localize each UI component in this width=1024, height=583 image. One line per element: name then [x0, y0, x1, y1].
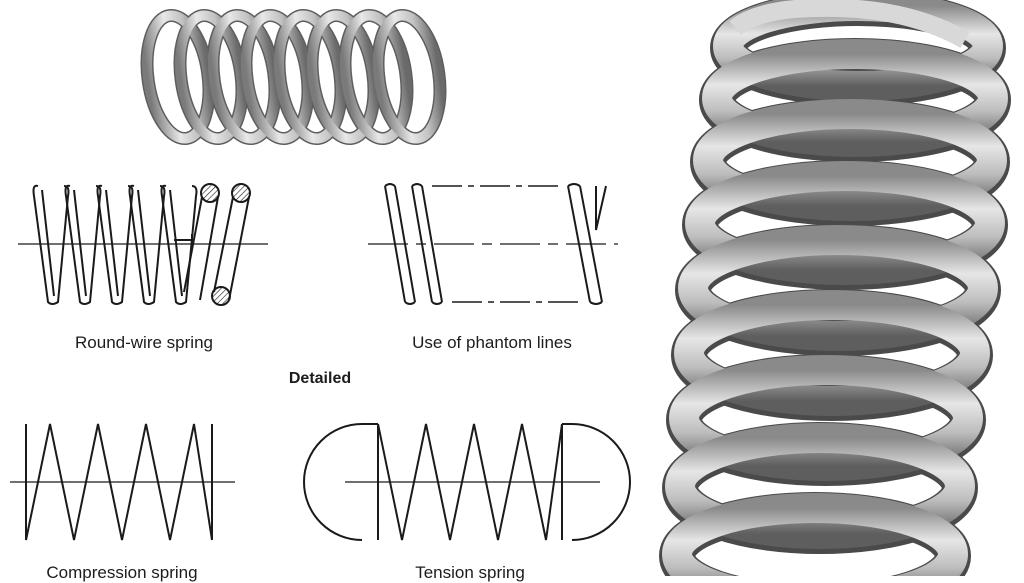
- large-spring-top-end: [729, 0, 970, 48]
- phantom-left-coil: [384, 183, 416, 305]
- break-mark: [174, 234, 193, 241]
- phantom-left-coil: [411, 183, 443, 305]
- round-wire-coil-outline: [128, 184, 166, 305]
- section-wire-lines: [213, 196, 250, 301]
- large-spring-coil: [669, 355, 983, 481]
- large-spring-coil: [674, 290, 990, 416]
- phantom-lines-caption: Use of phantom lines: [412, 333, 572, 352]
- top-spring-coil: [340, 10, 412, 144]
- top-spring-coil: [142, 10, 214, 144]
- phantom-right-end: [595, 185, 607, 231]
- round-wire-coil-inner: [169, 189, 183, 297]
- large-spring-coil: [665, 423, 975, 549]
- large-spring-coil: [662, 493, 968, 576]
- round-wire-coil-outline: [96, 184, 134, 305]
- large-3d-spring-image: [659, 0, 1011, 576]
- large-spring-coil: [702, 39, 1008, 157]
- round-wire-coil-inner: [73, 189, 87, 297]
- compression-spring-schematic: [10, 423, 235, 541]
- round-wire-spring-drawing: [18, 183, 268, 306]
- large-spring-coil: [678, 225, 998, 351]
- section-wire-lines: [183, 196, 219, 301]
- round-wire-coil-inner: [137, 189, 151, 297]
- round-wire-coil-outline: [160, 184, 198, 305]
- wire-section-top: [200, 183, 220, 203]
- round-wire-coil-outline: [64, 184, 102, 305]
- wire-section-top: [231, 183, 251, 203]
- round-wire-coil-outline: [32, 184, 70, 305]
- round-wire-coil-inner: [105, 189, 119, 297]
- phantom-right-coil: [567, 183, 603, 305]
- tension-spring-schematic: [303, 423, 631, 541]
- top-3d-spring-image: [140, 8, 447, 146]
- top-spring-coil: [373, 10, 445, 144]
- compression-zigzag: [25, 423, 213, 541]
- round-wire-coil-inner: [41, 189, 55, 297]
- tension-zigzag: [377, 423, 563, 541]
- top-spring-coil: [307, 10, 379, 144]
- tension-left-hook: [303, 423, 363, 541]
- top-spring-coil: [175, 10, 247, 144]
- top-spring-coil: [208, 10, 280, 144]
- tension-right-hook: [571, 423, 631, 541]
- detailed-heading: Detailed: [288, 370, 352, 387]
- phantom-lines-spring-drawing: [368, 183, 618, 305]
- large-spring-coil: [685, 161, 1005, 285]
- round-wire-spring-caption: Round-wire spring: [75, 333, 213, 352]
- top-spring-coil: [241, 10, 313, 144]
- large-spring-coil: [693, 99, 1007, 221]
- compression-spring-caption: Compression spring: [46, 563, 198, 582]
- top-spring-coil: [274, 10, 346, 144]
- tension-spring-caption: Tension spring: [415, 563, 525, 582]
